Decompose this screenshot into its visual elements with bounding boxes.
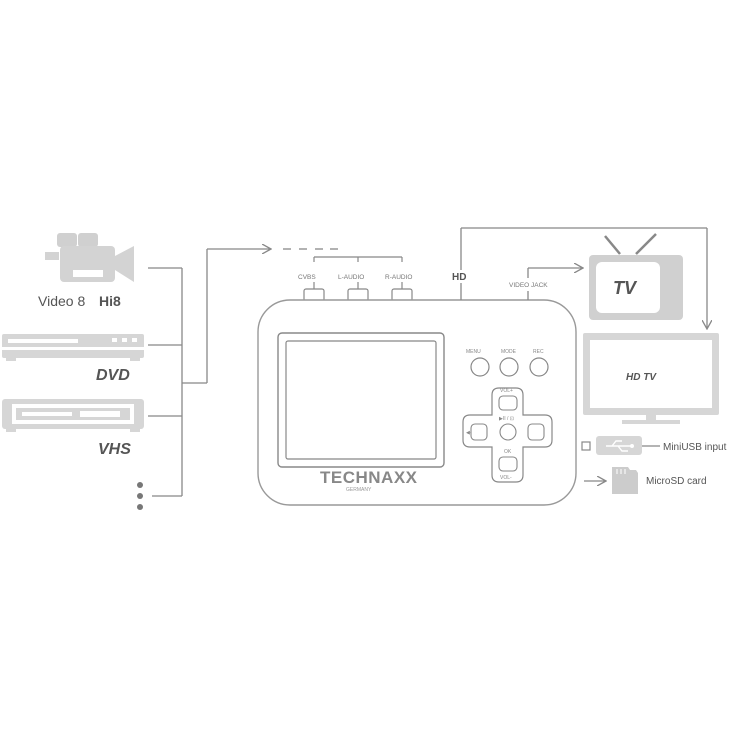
output-lines [460, 227, 707, 481]
forward-button[interactable] [527, 423, 545, 441]
rec-label: REC [533, 349, 544, 355]
r-audio-jack [391, 288, 413, 302]
source-label-vhs: VHS [98, 441, 131, 458]
more-sources-dots [137, 482, 143, 510]
cvbs-jack [303, 288, 325, 302]
vol-up-button[interactable] [498, 395, 518, 411]
menu-button[interactable]: MENU [466, 349, 490, 377]
miniusb-port-icon [581, 441, 591, 451]
tv-label: TV [613, 278, 638, 298]
device-screen [285, 340, 437, 460]
port-label-l-audio: L-AUDIO [338, 274, 364, 281]
l-audio-jack [347, 288, 369, 302]
port-label-video-jack: VIDEO JACK [509, 282, 548, 289]
rewind-label: ◀◀ [466, 430, 474, 436]
rewind-button[interactable] [470, 423, 488, 441]
rec-button[interactable]: REC [529, 349, 549, 377]
play-pause-button[interactable] [499, 423, 517, 441]
vol-up-label: VOL+ [500, 388, 513, 394]
microsd-card-icon [612, 467, 638, 494]
port-label-r-audio: R-AUDIO [385, 274, 412, 281]
mode-button[interactable]: MODE [499, 349, 519, 377]
port-label-cvbs: CVBS [298, 274, 316, 281]
play-pause-label: ▶II / ⊡ [499, 416, 514, 422]
miniusb-label: MiniUSB input [663, 442, 727, 453]
source-label-video8: Video 8 [38, 293, 85, 309]
dvd-player-icon [2, 334, 144, 361]
menu-label: MENU [466, 349, 481, 355]
microsd-label: MicroSD card [646, 476, 707, 487]
hdtv-label: HD TV [626, 372, 657, 383]
mode-label: MODE [501, 349, 517, 355]
vol-down-label: VOL- [500, 475, 512, 481]
source-label-dvd: DVD [96, 367, 130, 384]
brand-logo: TECHNAXX [320, 468, 418, 487]
source-bracket-lines [148, 249, 270, 497]
ok-label: OK [504, 449, 512, 455]
hdtv-icon [583, 333, 719, 424]
vol-down-button[interactable] [498, 456, 518, 472]
camcorder-icon [45, 233, 134, 282]
port-label-hd: HD [452, 272, 466, 283]
av-input-connectors [313, 256, 403, 289]
usb-cable-icon [596, 436, 660, 455]
vhs-player-icon [2, 399, 144, 432]
tv-icon [589, 233, 683, 320]
brand-subtitle: GERMANY [346, 487, 372, 493]
source-label-hi8: Hi8 [99, 293, 121, 309]
